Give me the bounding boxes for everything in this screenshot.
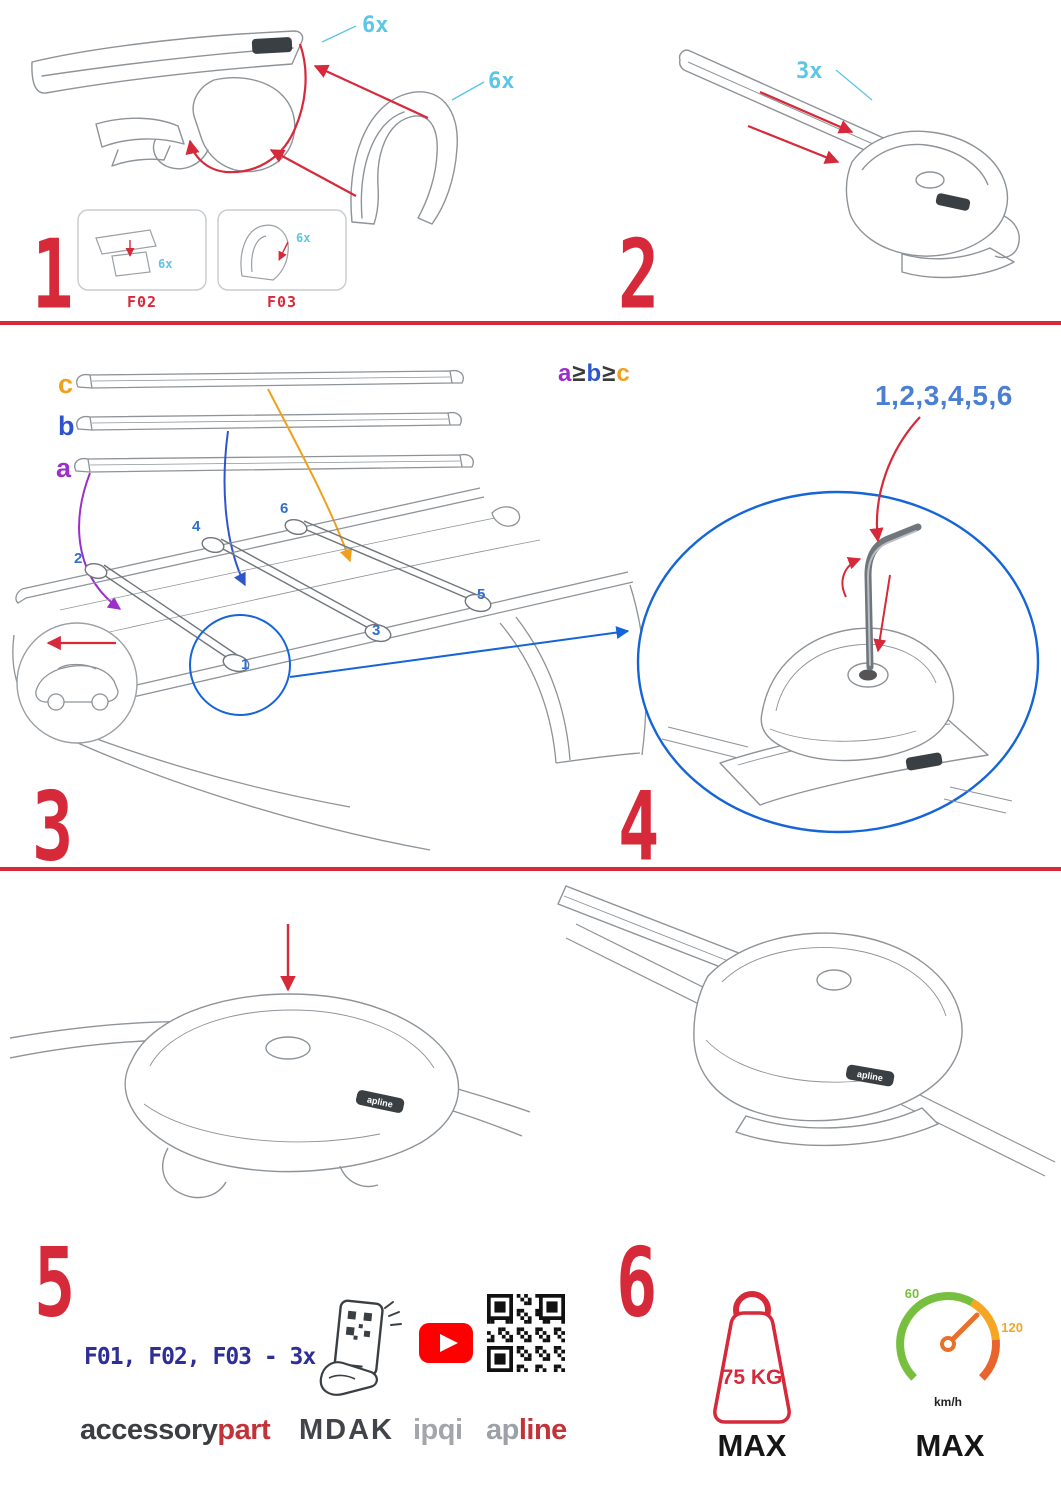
bar-into-foot-drawing (678, 49, 1020, 279)
max-weight-icon: 75 KG (713, 1291, 791, 1424)
scan-qr-phone-icon (319, 1299, 402, 1396)
red-slide-arrows (747, 90, 854, 164)
step1-illustration: 6x 6x 6x F02 6x (31, 13, 515, 311)
step4-illustration (636, 416, 1040, 834)
foot-mounted-drawing (557, 885, 1056, 1177)
position-3-label: 3 (372, 622, 380, 639)
accessorypart-logo-left: accessory (80, 1414, 218, 1446)
speed-high-label: 120 (1001, 1320, 1023, 1335)
max-speed-label: MAX (915, 1428, 985, 1463)
step-5-number: 5 (34, 1227, 76, 1339)
car-direction-inset (16, 622, 138, 744)
thumbnail-f02: 6x F02 (77, 209, 207, 311)
bar-b-label: b (58, 411, 75, 441)
speed-unit-label: km/h (934, 1395, 962, 1409)
apline-logo-patch: apline (845, 1064, 895, 1087)
max-speed-icon: 60 120 km/h (896, 1286, 1023, 1409)
max-weight-label: MAX (717, 1428, 787, 1463)
mounted-crossbars (84, 518, 492, 673)
youtube-icon (419, 1323, 473, 1363)
thumbnail-f03: 6x F03 (217, 209, 347, 311)
accessorypart-logo-right: part (217, 1414, 271, 1446)
zoom-pointer-line (289, 626, 630, 678)
step2-illustration: 3x (678, 49, 1020, 279)
step-3-number: 3 (32, 771, 74, 883)
position-1-highlight-circle (189, 614, 291, 716)
apline-logo-left: ap (486, 1414, 519, 1446)
scan-lines (384, 1301, 402, 1326)
formula-ge2: ≥ (602, 360, 617, 387)
length-formula: a≥b≥c (558, 360, 631, 388)
placement-guides (78, 388, 353, 610)
qty-bar-label: 3x (796, 59, 823, 84)
foot-assembly-drawing (31, 30, 458, 225)
crossbars-drawing (74, 369, 474, 473)
bar-a-label: a (56, 453, 72, 483)
ipqi-logo: ipqi (413, 1414, 463, 1446)
apline-logo-right: line (518, 1414, 567, 1446)
apline-logo-patch (251, 37, 293, 54)
tightening-sequence-label: 1,2,3,4,5,6 (875, 380, 1013, 411)
formula-a: a (558, 360, 573, 387)
foot-zoom-drawing (661, 627, 1013, 814)
accessorypart-logo: accessorypart (80, 1414, 271, 1447)
apline-logo-patch (905, 752, 943, 771)
hand-icon (319, 1361, 378, 1396)
max-weight-value: 75 KG (722, 1366, 783, 1389)
apline-logo-patch (935, 193, 971, 211)
speed-low-label: 60 (905, 1286, 919, 1301)
qty-label-group: 3x (796, 59, 873, 101)
apline-logo-patch: apline (355, 1090, 405, 1113)
qty-labels: 6x 6x (321, 13, 515, 101)
allen-key-icon (864, 523, 922, 671)
foot-knob-drawing (10, 993, 530, 1199)
position-2-label: 2 (74, 550, 82, 567)
formula-c: c (616, 360, 631, 387)
step-2-number: 2 (618, 219, 660, 331)
step-1-number: 1 (32, 219, 74, 331)
mdak-logo: MDAK (299, 1414, 394, 1446)
position-5-label: 5 (477, 586, 485, 603)
step-6-number: 6 (616, 1227, 658, 1339)
position-4-label: 4 (192, 518, 201, 535)
thumb2-code-label: F03 (267, 293, 297, 311)
thumb1-qty-label: 6x (158, 257, 172, 271)
thumb2-qty-label: 6x (296, 231, 310, 245)
section-divider (0, 867, 1061, 871)
thumb1-code-label: F02 (127, 293, 157, 311)
step5-left-illustration: apline (10, 924, 530, 1199)
position-1-label: 1 (241, 656, 249, 673)
qty-cover-side-label: 6x (488, 69, 515, 94)
formula-b: b (586, 360, 603, 387)
step3-illustration: c b a (12, 369, 647, 851)
bar-c-label: c (58, 369, 73, 399)
step5-right-illustration: apline (557, 885, 1056, 1177)
red-install-arrows (185, 43, 429, 197)
apline-logo-text: apline (856, 1069, 883, 1083)
tighten-arrows (841, 416, 921, 653)
parts-quantity-line: F01, F02, F03 - 3x (84, 1344, 316, 1370)
apline-logo: apline (486, 1414, 567, 1447)
step-4-number: 4 (618, 771, 660, 883)
formula-ge1: ≥ (572, 360, 587, 387)
section-divider (0, 321, 1061, 325)
qty-cover-top-label: 6x (362, 13, 389, 38)
position-6-label: 6 (280, 500, 288, 517)
qr-code (487, 1294, 565, 1372)
